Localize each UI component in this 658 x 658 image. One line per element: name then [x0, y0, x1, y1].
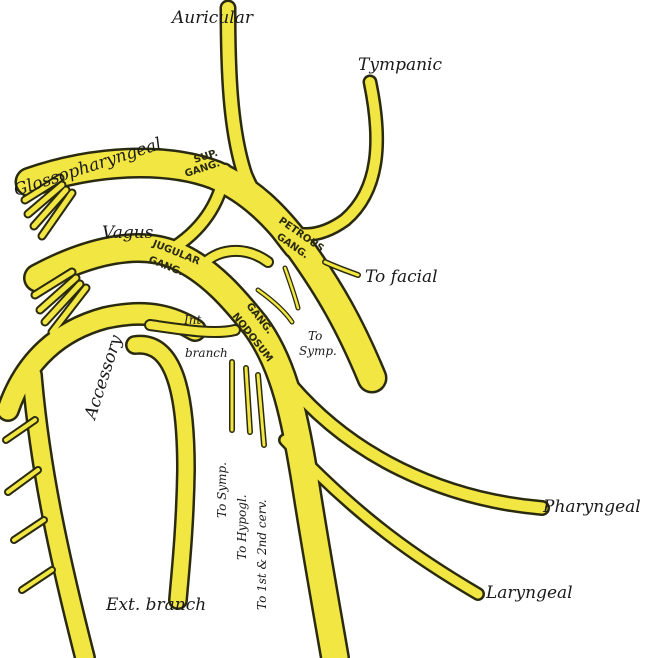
glossopharyngeal-trunk [17, 150, 385, 391]
laryngeal-nerve [280, 435, 483, 599]
internal-branch [146, 321, 239, 337]
vagus-trunk [25, 235, 348, 658]
label-tympanic: Tympanic [358, 55, 442, 75]
to-symp-branch-upper [283, 266, 300, 310]
label-to-hypogl: To Hypogl. [235, 494, 249, 560]
external-branch [127, 337, 194, 608]
label-to-facial: To facial [365, 267, 438, 287]
label-vagus: Vagus [102, 223, 154, 243]
nerve-fills [0, 2, 548, 658]
label-to-cerv: To 1st & 2nd cerv. [255, 499, 269, 610]
label-ext-branch: Ext. branch [105, 595, 206, 615]
label-accessory: Accessory [80, 332, 127, 423]
label-to-symp-vertical: To Symp. [215, 462, 229, 518]
label-auricular: Auricular [170, 8, 254, 28]
pharyngeal-nerve [269, 359, 548, 514]
jugular-petrous-link [196, 247, 272, 272]
label-symp-top: Symp. [299, 344, 337, 358]
to-facial-branch [323, 260, 360, 277]
label-to-symp-top: To [308, 329, 322, 343]
to-cerv-branch [256, 373, 266, 447]
to-hypogl-branch [244, 366, 252, 434]
accessory-descending [23, 366, 94, 658]
label-int: Int. [183, 313, 205, 327]
label-branch: branch [185, 346, 228, 360]
label-pharyngeal: Pharyngeal [542, 497, 641, 517]
label-laryngeal: Laryngeal [485, 583, 573, 603]
